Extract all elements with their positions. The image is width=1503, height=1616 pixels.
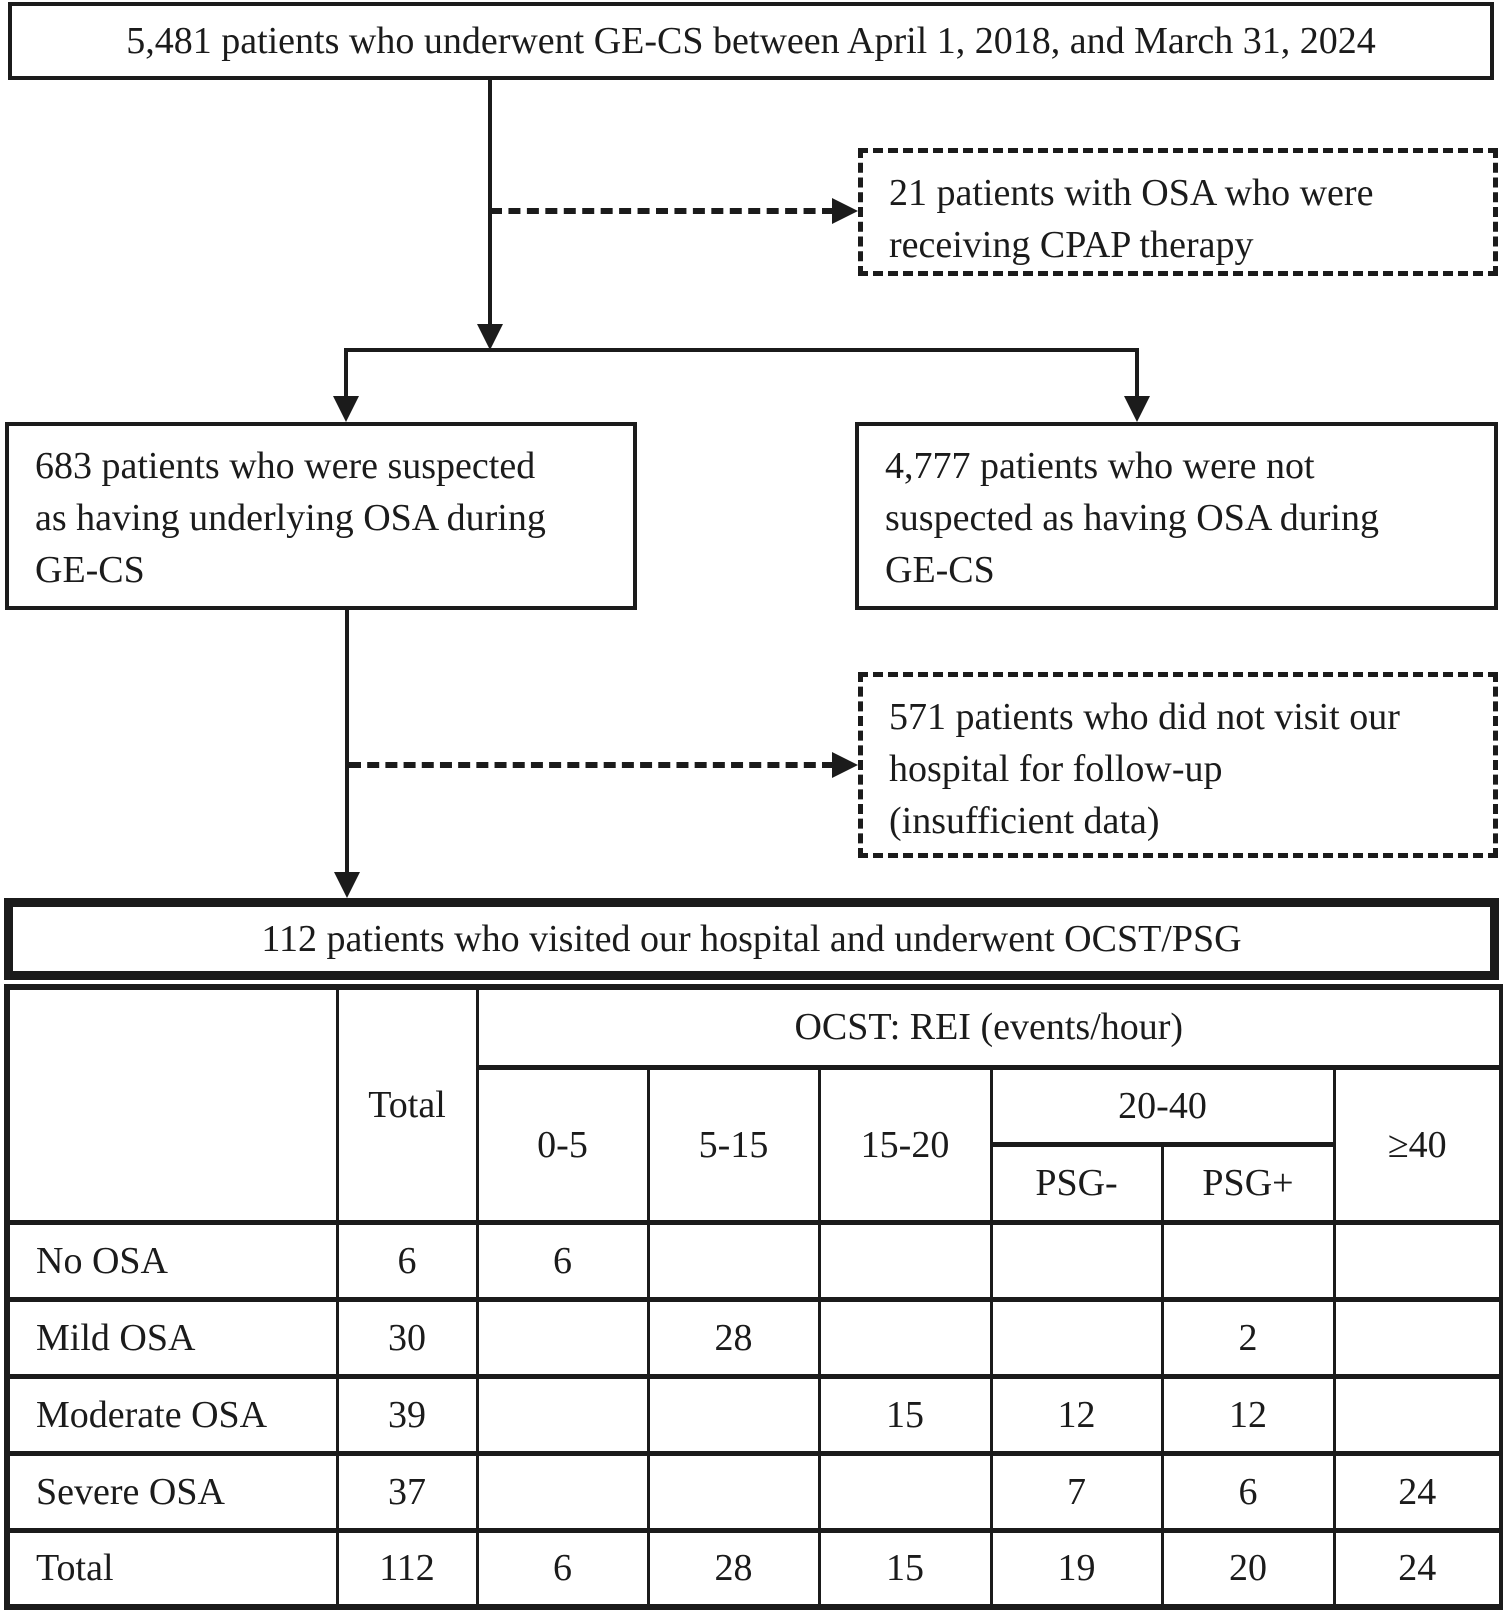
cell-total-0-5: 6 xyxy=(475,1527,650,1610)
cell-total-psg-positive: 20 xyxy=(1160,1527,1336,1610)
table-row-no-osa: No OSA 6 6 xyxy=(5,1219,1503,1302)
not-suspected-box-line3: GE-CS xyxy=(885,549,995,591)
dashed-connector-cpap-exclusion xyxy=(490,208,834,214)
cell-severe-osa-0-5 xyxy=(475,1450,650,1533)
arrowhead-down-to-suspected-box xyxy=(333,396,359,422)
suspected-box-line3: GE-CS xyxy=(35,549,145,591)
flow-box-suspected-osa: 683 patients who were suspected as havin… xyxy=(5,422,637,610)
row-label-no-osa: No OSA xyxy=(5,1219,339,1302)
cpap-box-line1: 21 patients with OSA who were xyxy=(889,172,1374,214)
flow-box-all-patients: 5,481 patients who underwent GE-CS betwe… xyxy=(8,2,1494,80)
column-header-psg-negative: PSG- xyxy=(989,1141,1164,1225)
cell-total-5-15: 28 xyxy=(646,1527,821,1610)
column-header-15-20: 15-20 xyxy=(817,1064,993,1225)
column-group-header-ocst-rei: OCST: REI (events/hour) xyxy=(475,984,1503,1070)
cell-no-osa-psg-positive xyxy=(1160,1219,1336,1302)
no-followup-box-line1: 571 patients who did not visit our xyxy=(889,696,1400,738)
flow-box-all-patients-text: 5,481 patients who underwent GE-CS betwe… xyxy=(126,20,1376,62)
table-row-total: Total 112 6 28 15 19 20 24 xyxy=(5,1527,1503,1610)
cell-no-osa-ge-40 xyxy=(1332,1219,1503,1302)
cell-moderate-osa-psg-negative: 12 xyxy=(989,1373,1164,1456)
cell-total-psg-negative: 19 xyxy=(989,1527,1164,1610)
connector-split-horizontal-line xyxy=(344,348,1139,352)
column-header-ge-40: ≥40 xyxy=(1332,1064,1503,1225)
cell-severe-osa-5-15 xyxy=(646,1450,821,1533)
column-header-psg-positive: PSG+ xyxy=(1160,1141,1336,1225)
cell-mild-osa-psg-negative xyxy=(989,1296,1164,1379)
cell-moderate-osa-ge-40 xyxy=(1332,1373,1503,1456)
connector-top-vertical-line xyxy=(488,80,492,326)
arrowhead-right-to-cpap-box xyxy=(832,198,858,224)
cell-no-osa-total: 6 xyxy=(335,1219,479,1302)
no-followup-box-line2: hospital for follow-up xyxy=(889,748,1223,790)
cell-severe-osa-15-20 xyxy=(817,1450,993,1533)
column-header-0-5: 0-5 xyxy=(475,1064,650,1225)
row-label-total: Total xyxy=(5,1527,339,1610)
cell-total-15-20: 15 xyxy=(817,1527,993,1610)
connector-suspected-to-final-line xyxy=(345,608,349,874)
cell-total-ge-40: 24 xyxy=(1332,1527,1503,1610)
cell-no-osa-5-15 xyxy=(646,1219,821,1302)
cell-mild-osa-ge-40 xyxy=(1332,1296,1503,1379)
flow-box-final-cohort-text: 112 patients who visited our hospital an… xyxy=(261,918,1242,960)
cell-moderate-osa-psg-positive: 12 xyxy=(1160,1373,1336,1456)
table-row-mild-osa: Mild OSA 30 28 2 xyxy=(5,1296,1503,1379)
cell-mild-osa-0-5 xyxy=(475,1296,650,1379)
cell-moderate-osa-5-15 xyxy=(646,1373,821,1456)
column-header-5-15: 5-15 xyxy=(646,1064,821,1225)
cell-mild-osa-total: 30 xyxy=(335,1296,479,1379)
arrowhead-down-to-final-box xyxy=(334,872,360,898)
flow-box-not-suspected-osa: 4,777 patients who were not suspected as… xyxy=(855,422,1498,610)
flow-box-cpap-excluded: 21 patients with OSA who were receiving … xyxy=(858,148,1498,276)
column-header-total: Total xyxy=(335,984,479,1225)
cell-no-osa-psg-negative xyxy=(989,1219,1164,1302)
cell-total-total: 112 xyxy=(335,1527,479,1610)
table-row-moderate-osa: Moderate OSA 39 15 12 12 xyxy=(5,1373,1503,1456)
table-row-severe-osa: Severe OSA 37 7 6 24 xyxy=(5,1450,1503,1533)
table-corner-empty-cell xyxy=(5,984,339,1225)
dashed-connector-no-followup-exclusion xyxy=(349,762,834,768)
cell-mild-osa-15-20 xyxy=(817,1296,993,1379)
row-label-severe-osa: Severe OSA xyxy=(5,1450,339,1533)
suspected-box-line1: 683 patients who were suspected xyxy=(35,445,536,487)
connector-left-stub-line xyxy=(344,348,348,398)
cpap-box-line2: receiving CPAP therapy xyxy=(889,224,1254,266)
no-followup-box-line3: (insufficient data) xyxy=(889,800,1160,842)
cell-moderate-osa-15-20: 15 xyxy=(817,1373,993,1456)
cell-no-osa-0-5: 6 xyxy=(475,1219,650,1302)
cell-mild-osa-5-15: 28 xyxy=(646,1296,821,1379)
not-suspected-box-line2: suspected as having OSA during xyxy=(885,497,1379,539)
cell-severe-osa-psg-positive: 6 xyxy=(1160,1450,1336,1533)
arrowhead-down-to-not-suspected-box xyxy=(1124,396,1150,422)
row-label-mild-osa: Mild OSA xyxy=(5,1296,339,1379)
cell-severe-osa-total: 37 xyxy=(335,1450,479,1533)
cell-no-osa-15-20 xyxy=(817,1219,993,1302)
flow-box-no-followup-excluded: 571 patients who did not visit our hospi… xyxy=(858,672,1498,858)
not-suspected-box-line1: 4,777 patients who were not xyxy=(885,445,1315,487)
flow-box-final-cohort: 112 patients who visited our hospital an… xyxy=(4,898,1499,980)
cell-moderate-osa-total: 39 xyxy=(335,1373,479,1456)
suspected-box-line2: as having underlying OSA during xyxy=(35,497,546,539)
row-label-moderate-osa: Moderate OSA xyxy=(5,1373,339,1456)
cell-moderate-osa-0-5 xyxy=(475,1373,650,1456)
cell-severe-osa-psg-negative: 7 xyxy=(989,1450,1164,1533)
arrowhead-right-to-no-followup-box xyxy=(832,752,858,778)
cell-mild-osa-psg-positive: 2 xyxy=(1160,1296,1336,1379)
arrowhead-down-to-split xyxy=(477,324,503,350)
osa-severity-vs-ocst-rei-table: Total OCST: REI (events/hour) 0-5 5-15 1… xyxy=(4,984,1503,1610)
column-header-20-40: 20-40 xyxy=(989,1064,1336,1147)
connector-right-stub-line xyxy=(1135,348,1139,398)
cell-severe-osa-ge-40: 24 xyxy=(1332,1450,1503,1533)
